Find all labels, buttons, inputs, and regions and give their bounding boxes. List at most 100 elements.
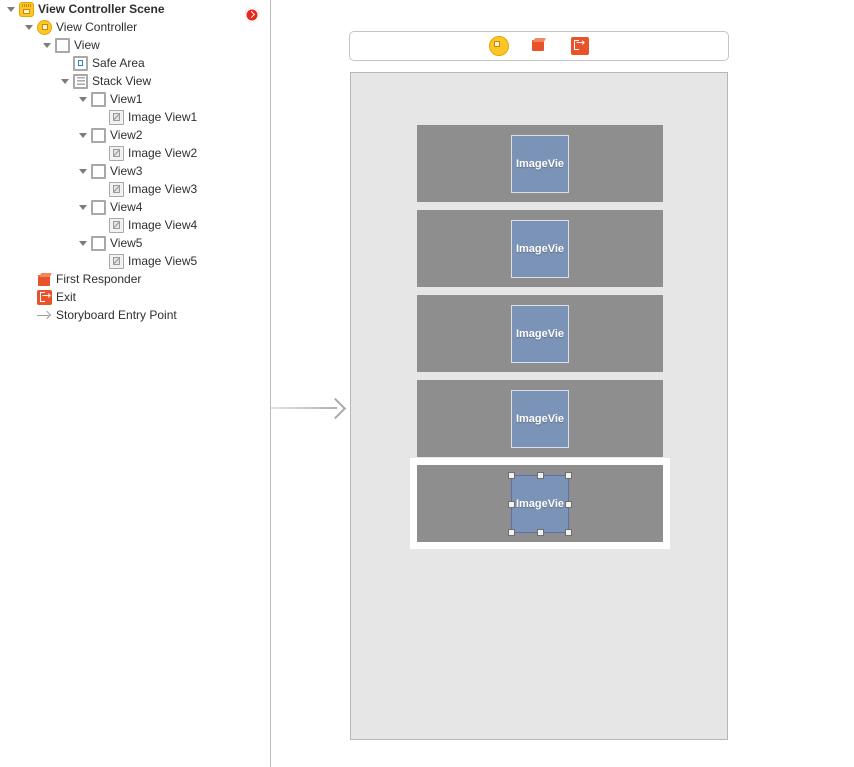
resize-handle-s[interactable] [536,529,544,536]
outline-row-label: View4 [110,199,143,214]
image-view-3[interactable]: ImageVie [511,305,569,363]
disclosure-spacer [96,148,107,159]
outline-row-view4[interactable]: View4 [0,198,270,216]
outline-row-image-view5[interactable]: Image View5 [0,252,270,270]
outline-row-view[interactable]: View [0,36,270,54]
outline-row-label: Safe Area [92,55,145,70]
outline-row-image-view2[interactable]: Image View2 [0,144,270,162]
resize-handle-sw[interactable] [508,529,515,536]
disclosure-triangle-open-icon[interactable] [78,238,89,249]
view-icon [91,91,106,107]
disclosure-spacer [60,58,71,69]
disclosure-spacer [96,184,107,195]
image-view-icon [109,181,124,197]
safe-area-icon [73,55,88,71]
resize-handle-ne[interactable] [565,472,572,479]
outline-row-label: View1 [110,91,143,106]
outline-row-label: View Controller [56,19,138,34]
disclosure-triangle-open-icon[interactable] [24,22,35,33]
outline-row-first-responder[interactable]: First Responder [0,270,270,288]
outline-row-label: View Controller Scene [38,1,165,16]
outline-row-storyboard-entry-point[interactable]: Storyboard Entry Point [0,306,270,324]
disclosure-triangle-open-icon[interactable] [6,4,17,15]
entry-point-icon [37,308,52,323]
outline-row-image-view1[interactable]: Image View1 [0,108,270,126]
image-view-4[interactable]: ImageVie [511,390,569,448]
outline-row-view1[interactable]: View1 [0,90,270,108]
outline-row-label: Exit [56,289,77,304]
resize-handle-nw[interactable] [508,472,515,479]
disclosure-spacer [24,292,35,303]
stack-row-view5[interactable]: ImageVie [411,459,669,548]
first-responder-icon [37,272,52,287]
outline-row-image-view4[interactable]: Image View4 [0,216,270,234]
disclosure-triangle-open-icon[interactable] [42,40,53,51]
outline-row-view-controller-scene[interactable]: View Controller Scene [0,0,270,18]
view-icon [91,127,106,143]
outline-row-label: Image View4 [128,217,198,232]
outline-row-label: Image View3 [128,181,198,196]
disclosure-triangle-open-icon[interactable] [78,166,89,177]
disclosure-spacer [24,274,35,285]
outline-row-view-controller[interactable]: View Controller [0,18,270,36]
outline-row-label: Image View1 [128,109,198,124]
image-view-icon [109,145,124,161]
exit-icon [37,288,52,305]
image-view-placeholder-label: ImageVie [515,413,565,425]
resize-handle-e[interactable] [565,500,572,508]
outline-row-image-view3[interactable]: Image View3 [0,180,270,198]
initial-view-controller-badge-icon [245,8,259,22]
scene-dock[interactable] [349,31,729,61]
outline-row-exit[interactable]: Exit [0,288,270,306]
image-view-icon [109,217,124,233]
stack-row-view3[interactable]: ImageVie [417,295,663,372]
image-view-1[interactable]: ImageVie [511,135,569,193]
image-view-icon [109,109,124,125]
outline-row-label: Stack View [92,73,152,88]
disclosure-triangle-open-icon[interactable] [60,76,71,87]
view-icon [91,163,106,179]
stack-view-icon [73,73,88,89]
image-view-2[interactable]: ImageVie [511,220,569,278]
image-view-5[interactable]: ImageVie [508,472,572,536]
resize-handle-w[interactable] [508,500,515,508]
disclosure-triangle-open-icon[interactable] [78,130,89,141]
outline-row-safe-area[interactable]: Safe Area [0,54,270,72]
outline-row-label: Image View2 [128,145,198,160]
disclosure-spacer [96,256,107,267]
view-icon [55,37,70,53]
stack-row-view4[interactable]: ImageVie [417,380,663,457]
image-view-placeholder-label: ImageVie [515,243,565,255]
disclosure-triangle-open-icon[interactable] [78,94,89,105]
outline-row-view5[interactable]: View5 [0,234,270,252]
stack-row-view1[interactable]: ImageVie [417,125,663,202]
first-responder-dock-icon[interactable] [531,37,549,55]
arrow-shaft [271,407,337,409]
disclosure-spacer [24,310,35,321]
outline-row-label: View [74,37,100,52]
disclosure-spacer [96,220,107,231]
outline-row-label: View5 [110,235,143,250]
image-view-icon [109,253,124,269]
resize-handle-n[interactable] [536,472,544,479]
view-icon [91,235,106,251]
image-view-placeholder-label: ImageVie [515,328,565,340]
outline-row-stack-view[interactable]: Stack View [0,72,270,90]
storyboard-entry-point-arrow-icon [271,397,350,420]
view-controller-dock-icon[interactable] [489,36,509,56]
stack-row-view2[interactable]: ImageVie [417,210,663,287]
image-view-placeholder-label: ImageVie [515,498,565,510]
outline-row-view3[interactable]: View3 [0,162,270,180]
outline-row-view2[interactable]: View2 [0,126,270,144]
resize-handle-se[interactable] [565,529,572,536]
outline-row-label: View3 [110,163,143,178]
exit-dock-icon[interactable] [571,35,589,55]
disclosure-triangle-open-icon[interactable] [78,202,89,213]
arrow-head [324,397,347,420]
